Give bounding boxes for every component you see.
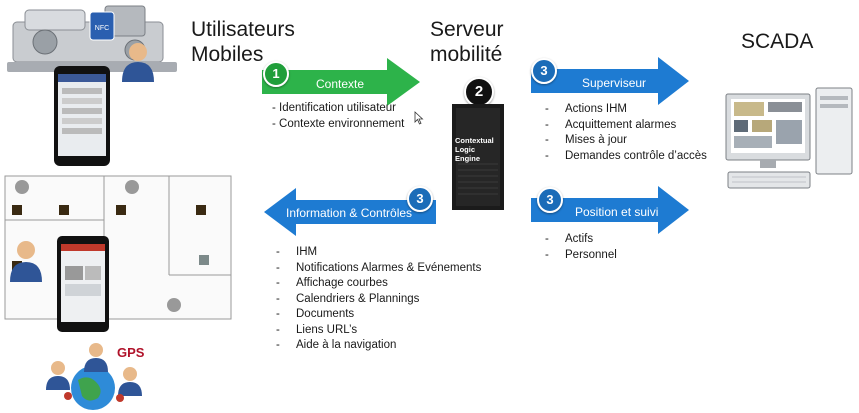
engine-label-line2: Logic xyxy=(455,145,475,154)
supervisor-arrow-label: Superviseur xyxy=(582,76,647,90)
position-arrow-label: Position et suivi xyxy=(575,205,659,219)
supervisor-item-3: Mises à jour xyxy=(545,133,707,149)
info-item-2: Notifications Alarmes & Evénements xyxy=(276,261,481,277)
svg-text:NFC: NFC xyxy=(95,25,109,32)
server-title-line1: Serveur xyxy=(430,18,504,41)
engine-label-line3: Engine xyxy=(455,154,481,163)
context-item-2: Contexte environnement xyxy=(272,117,404,133)
info-controls-arrow-label: Information & Contrôles xyxy=(286,206,413,220)
info-controls-step-badge: 3 xyxy=(407,186,433,212)
floor-plan-icon xyxy=(4,175,232,320)
scada-workstation-icon xyxy=(725,87,853,189)
supervisor-list: Actions IHM Acquittement alarmes Mises à… xyxy=(545,102,707,164)
position-arrow xyxy=(531,186,689,234)
context-item-1: Identification utilisateur xyxy=(272,101,404,117)
info-controls-list: IHM Notifications Alarmes & Evénements A… xyxy=(276,245,481,354)
context-arrow xyxy=(262,58,420,106)
supervisor-item-4: Demandes contrôle d’accès xyxy=(545,149,707,165)
info-item-1: IHM xyxy=(276,245,481,261)
info-item-6: Liens URL’s xyxy=(276,323,481,339)
info-item-3: Affichage courbes xyxy=(276,276,481,292)
gps-label: GPS xyxy=(117,345,145,360)
position-list: Actifs Personnel xyxy=(545,232,617,263)
mobile-users-title-line1: Utilisateurs xyxy=(191,18,295,41)
engine-label-line1: Contextual xyxy=(455,136,494,145)
info-item-7: Aide à la navigation xyxy=(276,338,481,354)
cursor-icon xyxy=(414,111,424,125)
position-step-badge: 3 xyxy=(537,187,563,213)
user-with-phone-icon xyxy=(10,241,42,282)
position-item-1: Actifs xyxy=(545,232,617,248)
supervisor-arrow xyxy=(531,57,689,105)
context-list: Identification utilisateur Contexte envi… xyxy=(272,101,404,132)
supervisor-item-2: Acquittement alarmes xyxy=(545,118,707,134)
supervisor-item-1: Actions IHM xyxy=(545,102,707,118)
info-item-4: Calendriers & Plannings xyxy=(276,292,481,308)
gps-users-globe-icon xyxy=(46,343,142,410)
context-arrow-label: Contexte xyxy=(316,77,365,91)
server-title-line2: mobilité xyxy=(430,43,503,66)
technician-avatar-icon xyxy=(122,43,154,82)
context-step-badge: 1 xyxy=(263,61,289,87)
info-controls-arrow xyxy=(264,188,436,236)
info-item-5: Documents xyxy=(276,307,481,323)
server-step-badge: 2 xyxy=(464,77,494,107)
smartphone-icon xyxy=(54,66,110,166)
mobile-users-title: Utilisateurs Mobiles xyxy=(191,17,295,67)
tablet-icon xyxy=(57,236,109,332)
server-title: Serveur mobilité xyxy=(430,17,504,67)
contextual-logic-engine-label: Contextual Logic Engine xyxy=(455,136,494,163)
position-item-2: Personnel xyxy=(545,248,617,264)
supervisor-step-badge: 3 xyxy=(531,58,557,84)
server-tower-icon xyxy=(452,104,504,210)
mobile-users-title-line2: Mobiles xyxy=(191,43,264,66)
scada-title: SCADA xyxy=(741,30,814,53)
